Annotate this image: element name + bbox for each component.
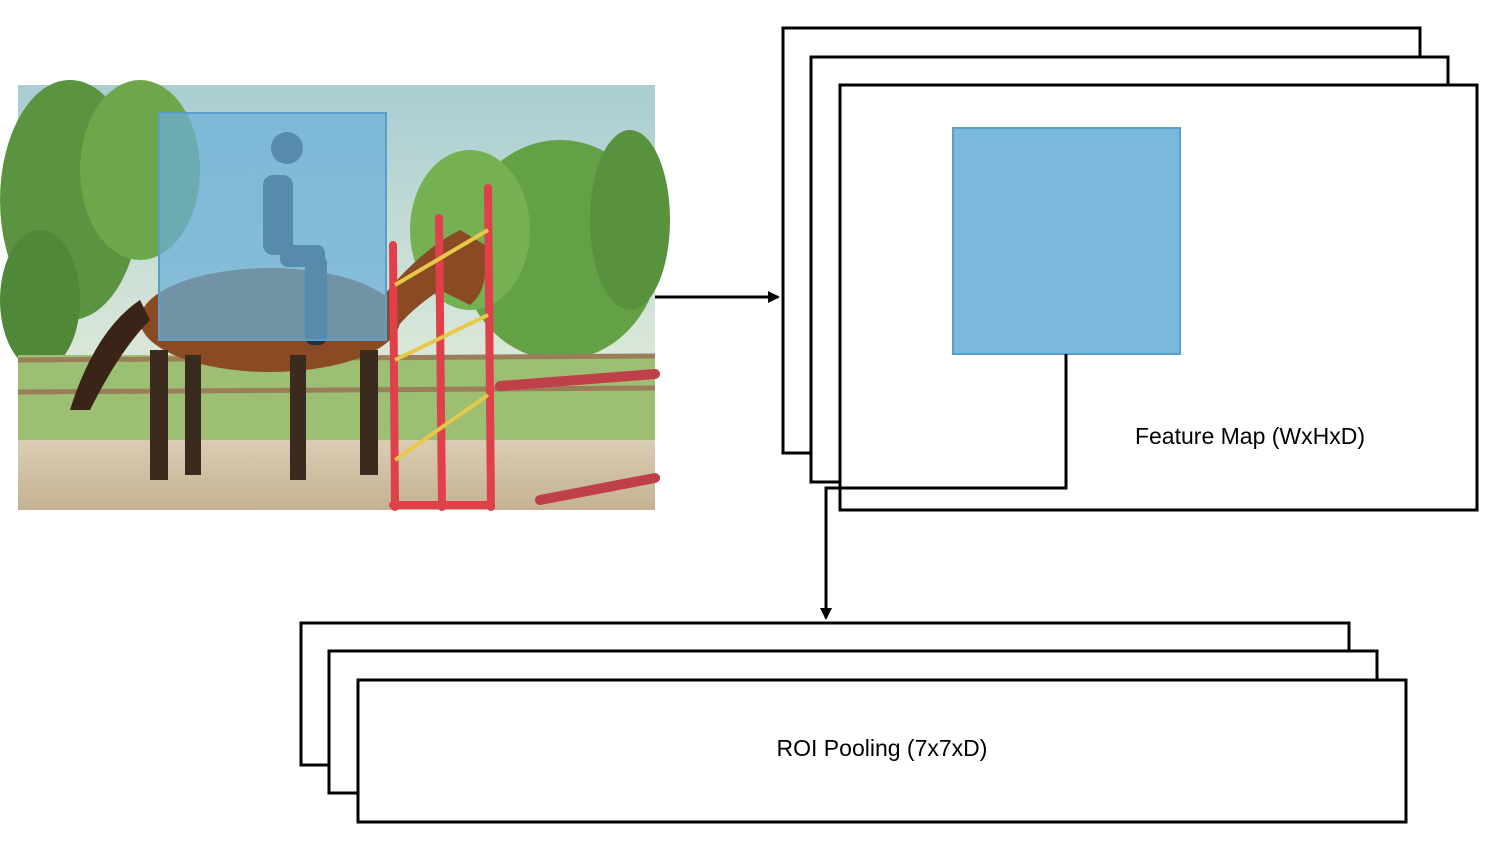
roi-connector-line [820, 354, 1068, 620]
roi-pooling-label: ROI Pooling (7x7xD) [777, 735, 988, 761]
feature-map-label: Feature Map (WxHxD) [1135, 423, 1365, 449]
roi-overlay-box [158, 112, 387, 341]
feature-map-stack: Feature Map (WxHxD) [781, 26, 1479, 512]
red-poles [389, 184, 495, 511]
jump-rails [495, 369, 660, 505]
input-image [0, 80, 670, 511]
trees-right [410, 130, 670, 360]
roi-pooling-stack: ROI Pooling (7x7xD) [299, 621, 1408, 824]
roi-pooling-layer-front [356, 678, 1408, 824]
yellow-rails [393, 228, 490, 462]
feature-map-roi-box [952, 127, 1181, 355]
